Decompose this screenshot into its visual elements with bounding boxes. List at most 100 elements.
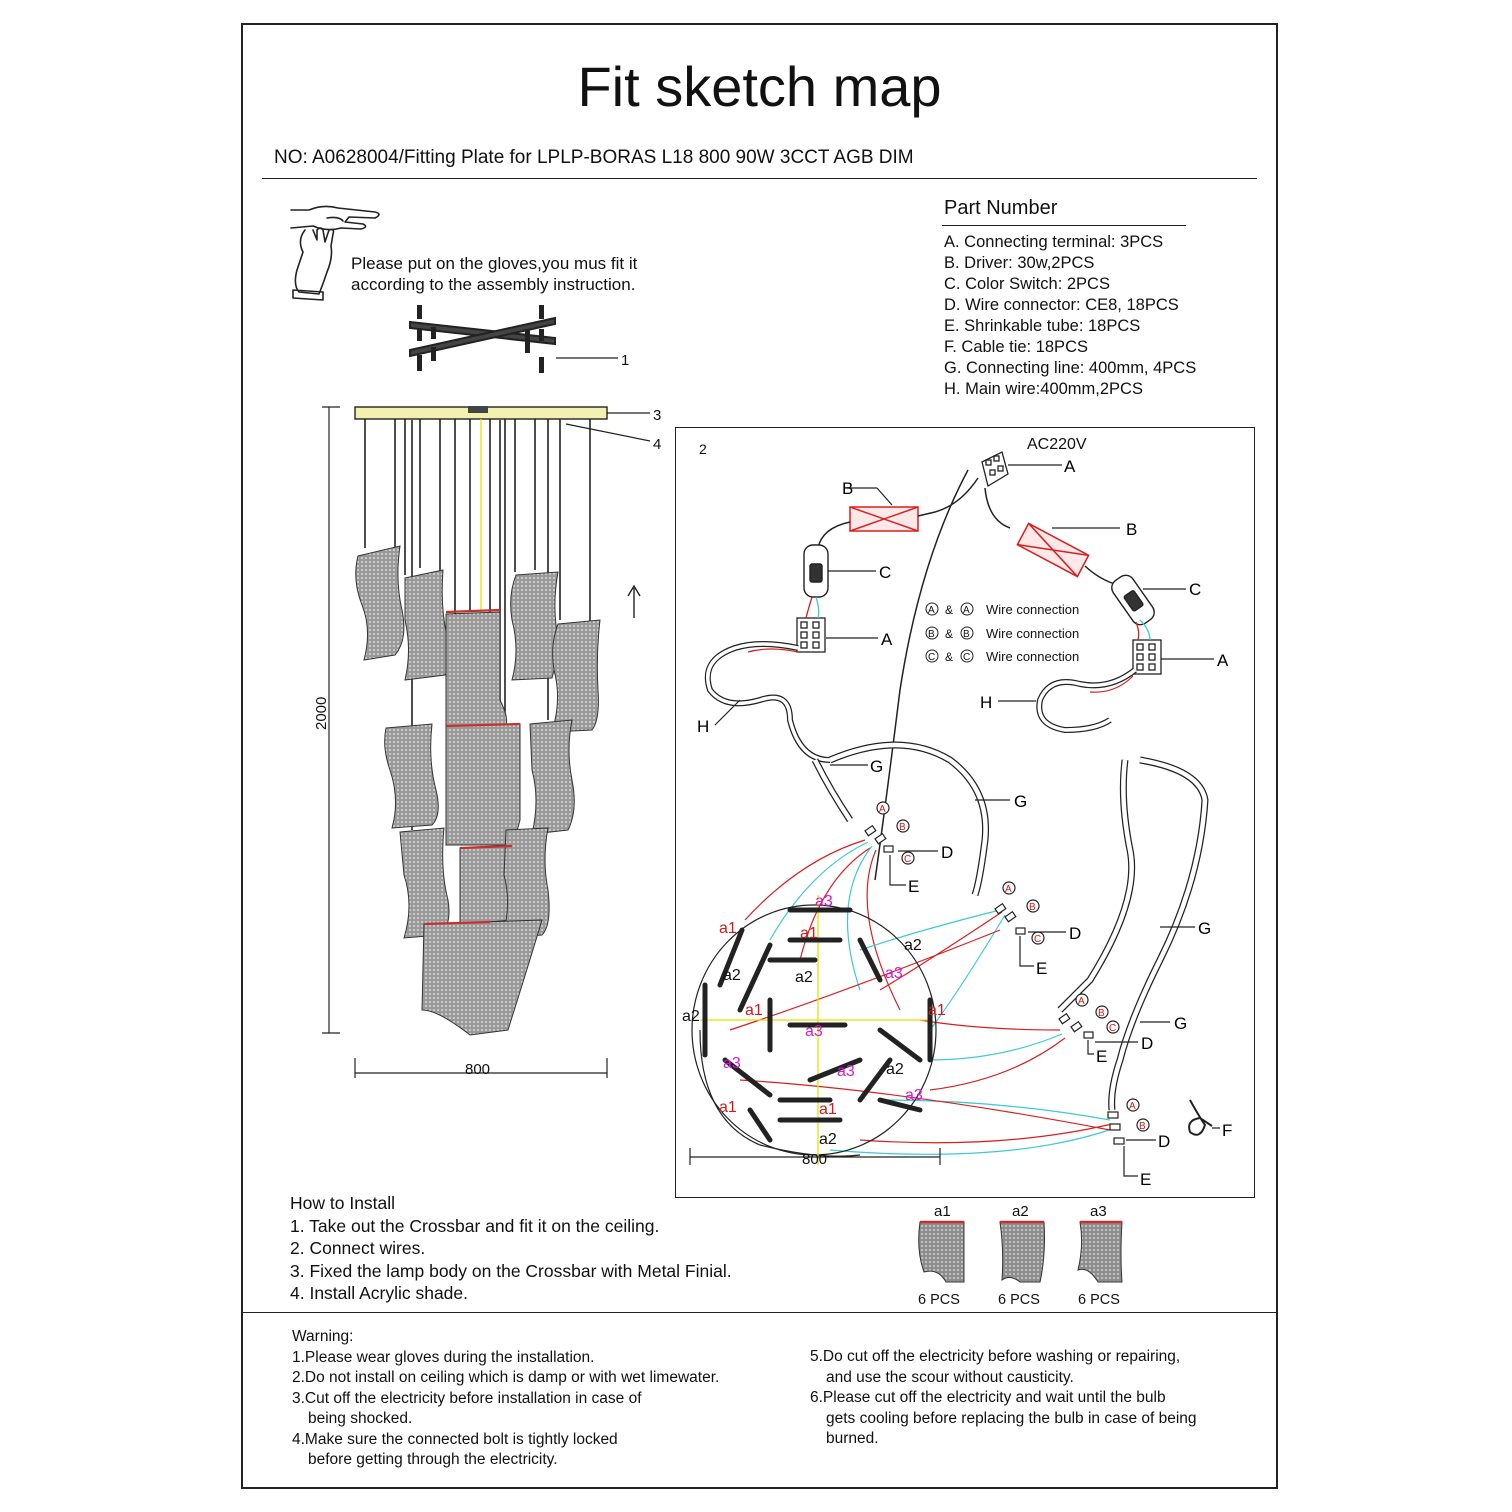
- label-g-3: G: [1198, 919, 1211, 938]
- warning-item-6: 6.Please cut off the electricity and wai…: [810, 1389, 1166, 1406]
- label-c-right: C: [1189, 580, 1201, 599]
- label-c-left: C: [879, 563, 891, 582]
- label-h-left: H: [697, 717, 709, 736]
- terminal-a-right: [1132, 639, 1162, 675]
- warning-item-4: 4.Make sure the connected bolt is tightl…: [292, 1430, 618, 1448]
- warning-item-6-cont2: burned.: [826, 1430, 879, 1447]
- svg-text:C: C: [1034, 934, 1041, 945]
- label-b-right: B: [1126, 520, 1137, 539]
- install-step-3: 3. Fixed the lamp body on the Crossbar w…: [290, 1260, 732, 1281]
- svg-text:B: B: [1098, 1008, 1105, 1019]
- warning-item-5-cont: and use the scour without causticity.: [826, 1368, 1074, 1386]
- plan-label-a2: a2: [682, 1008, 700, 1025]
- svg-text:A: A: [963, 605, 970, 616]
- part-item-c: C. Color Switch: 2PCS: [944, 275, 1110, 293]
- gloves-icon: [290, 205, 380, 301]
- plan-label-a2: a2: [886, 1061, 904, 1078]
- plan-label-a3: a3: [885, 965, 903, 982]
- shade-qty-a1: 6 PCS: [918, 1292, 960, 1308]
- svg-text:B: B: [1029, 902, 1036, 913]
- install-step-2: 2. Connect wires.: [290, 1238, 426, 1258]
- label-e-1: E: [908, 877, 919, 896]
- color-switch-right: [1111, 574, 1155, 626]
- plan-width-dimension: 800: [802, 1151, 827, 1168]
- warning-divider: [241, 1312, 1278, 1313]
- svg-text:&: &: [945, 650, 953, 664]
- svg-text:C: C: [928, 652, 935, 663]
- supply-label: AC220V: [1027, 436, 1087, 453]
- svg-text:A: A: [879, 804, 886, 815]
- terminal-a-left: [796, 617, 826, 653]
- panel-number: 2: [699, 441, 707, 457]
- legend-text-a: Wire connection: [986, 602, 1079, 617]
- label-e-4: E: [1140, 1170, 1151, 1189]
- label-a-right: A: [1217, 651, 1229, 670]
- parts-heading-underline: [942, 225, 1186, 226]
- gloves-note-line1: Please put on the gloves,you mus fit it: [351, 254, 638, 273]
- label-d-2: D: [1069, 924, 1081, 943]
- connector-group-3: [1058, 993, 1120, 1039]
- plan-label-a1: a1: [719, 920, 737, 937]
- label-g-1: G: [870, 757, 883, 776]
- install-step-1: 1. Take out the Crossbar and fit it on t…: [290, 1215, 660, 1236]
- part-item-e: E. Shrinkable tube: 18PCS: [944, 317, 1141, 335]
- label-g-2: G: [1014, 792, 1027, 811]
- install-heading: How to Install: [290, 1193, 396, 1213]
- warning-right: 5.Do cut off the electricity before wash…: [810, 1347, 1197, 1450]
- svg-text:A: A: [1129, 1101, 1136, 1112]
- page-frame: [241, 23, 1278, 1489]
- svg-text:A: A: [1005, 884, 1012, 895]
- shade-a2-icon: [999, 1221, 1045, 1283]
- terminal-a-top: [981, 451, 1009, 488]
- shade-label-a2: a2: [1012, 1203, 1029, 1220]
- plan-label-a2: a2: [795, 969, 813, 986]
- label-g-4: G: [1174, 1014, 1187, 1033]
- callout-3: 3: [653, 407, 661, 424]
- plan-label-a2: a2: [723, 967, 741, 984]
- shade-qty-a2: 6 PCS: [998, 1292, 1040, 1308]
- svg-text:&: &: [945, 603, 953, 617]
- product-number: NO: A0628004/Fitting Plate for LPLP-BORA…: [274, 147, 914, 168]
- label-a-left: A: [881, 630, 893, 649]
- svg-text:A: A: [928, 605, 935, 616]
- svg-text:B: B: [899, 822, 906, 833]
- warning-item-3-cont: being shocked.: [308, 1410, 413, 1427]
- height-dimension: 2000: [313, 697, 330, 730]
- part-item-d: D. Wire connector: CE8, 18PCS: [944, 296, 1179, 314]
- part-item-h: H. Main wire:400mm,2PCS: [944, 380, 1143, 398]
- shade-label-a3: a3: [1090, 1203, 1107, 1220]
- arrow-up-icon: [627, 584, 641, 618]
- shade-label-a1: a1: [934, 1203, 951, 1220]
- plan-label-a3: a3: [805, 1023, 823, 1040]
- plan-label-a1: a1: [719, 1099, 737, 1116]
- svg-text:B: B: [1139, 1121, 1146, 1132]
- warning-item-1: 1.Please wear gloves during the installa…: [292, 1348, 595, 1366]
- width-dimension: 800: [465, 1061, 490, 1078]
- warning-heading: Warning:: [292, 1328, 354, 1345]
- shade-quantities: a1 a2 a3 6 PCS 6 PCS 6 PCS: [918, 1203, 1123, 1308]
- svg-text:&: &: [945, 627, 953, 641]
- install-step-4: 4. Install Acrylic shade.: [290, 1283, 468, 1303]
- warning-item-4-cont: before getting through the electricity.: [308, 1451, 558, 1468]
- plan-label-a3: a3: [837, 1063, 855, 1080]
- shade-qty-a3: 6 PCS: [1078, 1292, 1120, 1308]
- color-switch-left: [803, 544, 829, 598]
- svg-text:C: C: [963, 652, 970, 663]
- title-divider: [262, 178, 1257, 179]
- shade-a1-icon: [918, 1221, 965, 1283]
- gloves-note: Please put on the gloves,you mus fit it …: [351, 253, 637, 295]
- label-h-right: H: [980, 693, 992, 712]
- plan-label-a2: a2: [904, 937, 922, 954]
- label-d-3: D: [1141, 1034, 1153, 1053]
- connector-group-1: [864, 801, 915, 865]
- label-a-top: A: [1064, 457, 1076, 476]
- plan-label-a2: a2: [819, 1131, 837, 1148]
- driver-right: [1016, 522, 1090, 578]
- cable-tie-icon: [1188, 1099, 1213, 1136]
- label-d-4: D: [1158, 1132, 1170, 1151]
- label-e-3: E: [1096, 1047, 1107, 1066]
- svg-text:C: C: [904, 854, 911, 865]
- gloves-note-line2: according to the assembly instruction.: [351, 275, 636, 294]
- plan-label-a3: a3: [815, 893, 833, 910]
- label-f: F: [1222, 1121, 1232, 1140]
